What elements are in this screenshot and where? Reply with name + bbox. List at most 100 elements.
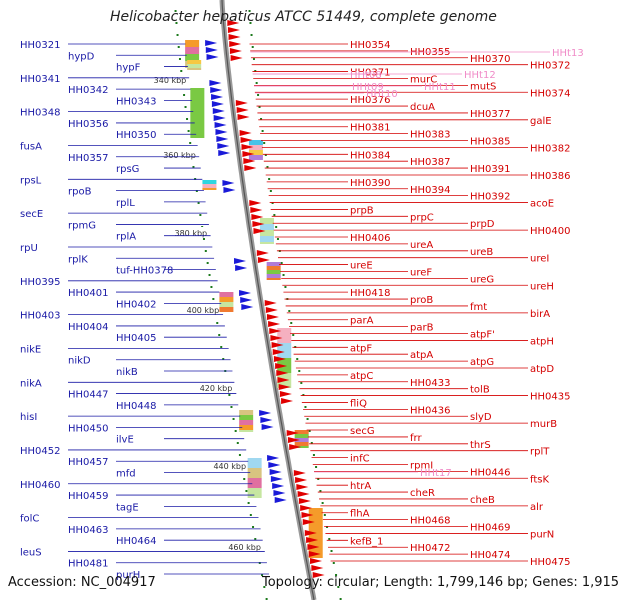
right-gene-label: proB <box>410 295 433 306</box>
right-gene-label: thrS <box>470 440 491 451</box>
forward-gene-arrow <box>307 544 320 550</box>
forward-gene-arrow <box>312 572 325 578</box>
left-gene-label: nikE <box>20 344 41 355</box>
left-gene-label: HH0452 <box>20 446 61 457</box>
tick-dot <box>304 406 307 408</box>
forward-gene-arrow <box>228 34 241 40</box>
right-gene-label: ureF <box>410 267 432 278</box>
tick-dot <box>337 586 340 588</box>
right-gene-label: HH0418 <box>350 288 391 299</box>
left-gene-label: rplL <box>116 198 135 209</box>
tick-dot <box>220 346 223 348</box>
tick-dot <box>332 562 335 564</box>
right-gene-label: atpH <box>530 336 554 347</box>
forward-gene-arrow <box>241 144 254 150</box>
tick-dot <box>260 118 263 120</box>
right-gene-label: HH0382 <box>530 143 571 154</box>
tick-dot <box>265 598 268 600</box>
right-gene-label: fmt <box>470 302 487 313</box>
forward-gene-arrow <box>281 398 294 404</box>
feature-block <box>239 420 254 425</box>
right-gene-label: murC <box>410 74 437 85</box>
tick-dot <box>254 538 257 540</box>
left-gene-label: hypF <box>116 63 141 74</box>
forward-gene-arrow <box>229 41 242 47</box>
right-gene-label: HH0400 <box>530 226 571 237</box>
feature-block <box>202 184 217 188</box>
right-gene-label: HH0377 <box>470 109 511 120</box>
reverse-gene-arrow <box>270 476 283 482</box>
left-gene-label: HH0341 <box>20 74 61 85</box>
kbp-label-bg <box>184 304 231 315</box>
right-gene-label: atpA <box>410 350 433 361</box>
feature-block <box>308 556 323 558</box>
trna-label: HHt17 <box>420 468 452 479</box>
right-gene-label: cheR <box>410 488 435 499</box>
kbp-label-bg <box>211 460 258 471</box>
reverse-gene-arrow <box>273 490 286 496</box>
tick-dot <box>222 358 225 360</box>
genome-backbone-core <box>221 0 315 600</box>
forward-gene-arrow <box>265 307 278 313</box>
tick-dot <box>292 334 295 336</box>
right-gene-label: ureG <box>470 274 494 285</box>
right-gene-label: HH0474 <box>470 550 511 561</box>
right-gene-label: ureB <box>470 247 493 258</box>
tick-dot <box>174 10 177 12</box>
left-gene-label: HH0343 <box>116 96 157 107</box>
reverse-gene-arrow <box>223 187 236 193</box>
left-gene-label: HH0342 <box>68 85 109 96</box>
feature-block <box>247 458 262 468</box>
left-gene-label: HH0356 <box>68 119 109 130</box>
feature-block <box>187 60 202 64</box>
tick-dot <box>247 502 250 504</box>
forward-gene-arrow <box>270 335 283 341</box>
tick-dot <box>177 46 180 48</box>
right-gene-label: ureE <box>350 261 373 272</box>
right-gene-label: HH0390 <box>350 178 391 189</box>
tick-dot <box>192 166 195 168</box>
forward-gene-arrow <box>242 151 255 157</box>
tick-dot <box>230 406 233 408</box>
reverse-gene-arrow <box>239 290 252 296</box>
tick-dot <box>202 238 205 240</box>
reverse-gene-arrow <box>269 469 282 475</box>
feature-block <box>239 415 254 420</box>
left-gene-label: HH0348 <box>20 108 61 119</box>
tick-dot <box>204 250 207 252</box>
forward-gene-arrow <box>279 391 292 397</box>
forward-gene-arrow <box>229 48 242 54</box>
left-gene-label: rplA <box>116 232 136 243</box>
tick-dot <box>288 310 291 312</box>
tick-dot <box>184 106 187 108</box>
kbp-label: 440 kbp <box>213 462 246 471</box>
feature-block <box>190 124 205 136</box>
forward-gene-arrow <box>236 107 249 113</box>
feature-block <box>277 343 292 358</box>
tick-dot <box>276 238 279 240</box>
right-gene-label: fliQ <box>350 398 367 409</box>
feature-block <box>308 508 323 520</box>
tick-dot <box>330 550 333 552</box>
tick-dot <box>228 394 231 396</box>
tick-dot <box>186 118 189 120</box>
reverse-gene-arrow <box>234 258 247 264</box>
feature-block <box>277 328 292 343</box>
forward-gene-arrow <box>277 377 290 383</box>
right-gene-label: HH0433 <box>410 378 451 389</box>
left-gene-label: rpsG <box>116 164 139 175</box>
left-gene-label: HH0357 <box>68 153 109 164</box>
left-gene-label: HH0448 <box>116 401 157 412</box>
right-gene-label: HH0392 <box>470 192 511 203</box>
forward-gene-arrow <box>286 430 299 436</box>
forward-gene-arrow <box>249 200 262 206</box>
right-gene-label: murB <box>530 419 557 430</box>
tick-dot <box>263 142 266 144</box>
right-gene-label: cheB <box>470 495 495 506</box>
forward-gene-arrow <box>237 114 250 120</box>
tick-dot <box>232 418 235 420</box>
right-gene-label: purN <box>530 529 554 540</box>
feature-block <box>294 434 309 438</box>
tick-dot <box>269 190 272 192</box>
feature-block <box>259 224 274 230</box>
